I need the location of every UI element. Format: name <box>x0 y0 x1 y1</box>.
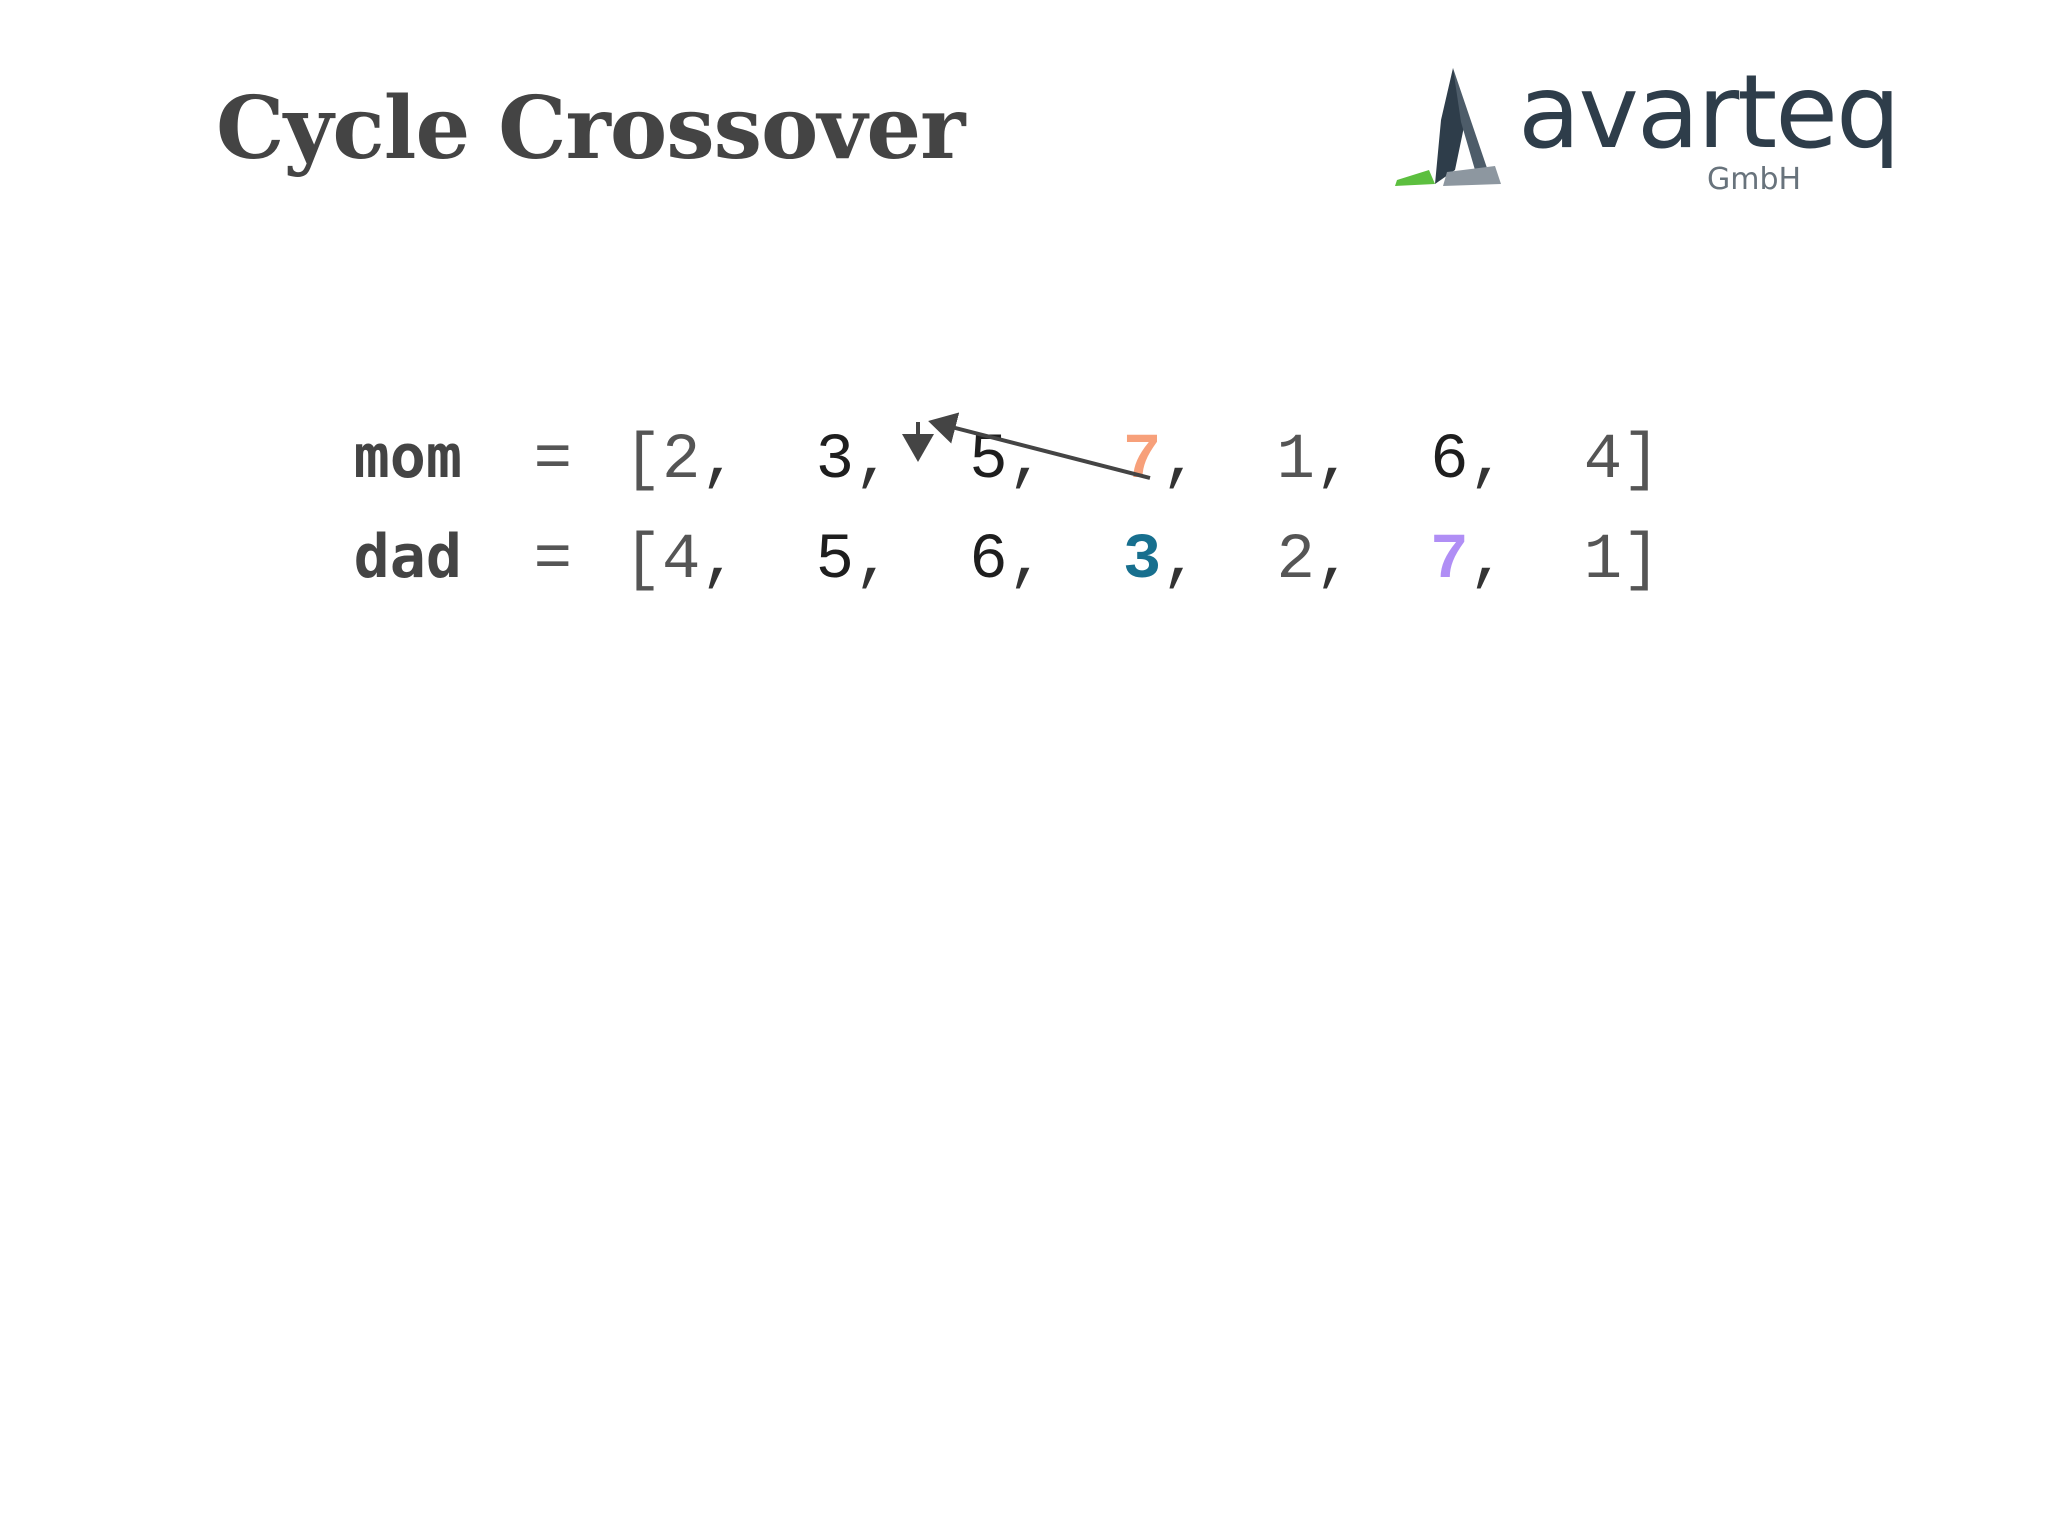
mom-value-1: 3 <box>815 425 855 497</box>
mom-array-line: mom=[2, 3, 5, 7, 1, 6, 4] <box>353 422 1661 497</box>
dad-value-2: 6 <box>969 525 1008 597</box>
dad-value-3: 3 <box>1122 525 1162 597</box>
mom-open-bracket: [ <box>623 425 663 497</box>
mom-close-bracket: ] <box>1622 425 1661 497</box>
logo-wordmark: avarteq <box>1518 53 1901 172</box>
slide-title: Cycle Crossover <box>216 78 965 179</box>
mom-value-5: 6 <box>1430 425 1469 497</box>
mom-value-4: 1 <box>1276 425 1315 497</box>
dad-equals: = <box>533 525 573 597</box>
mom-value-0: 2 <box>662 425 701 497</box>
logo-triangle-icon <box>1395 68 1501 186</box>
dad-open-bracket: [ <box>623 525 663 597</box>
mom-variable: mom <box>353 422 462 492</box>
dad-value-6: 1 <box>1583 525 1623 597</box>
dad-array-line: dad=[4, 5, 6, 3, 2, 7, 1] <box>353 522 1661 597</box>
mom-value-6: 4 <box>1583 425 1623 497</box>
dad-close-bracket: ] <box>1622 525 1661 597</box>
dad-value-1: 5 <box>815 525 855 597</box>
mom-equals: = <box>533 425 573 497</box>
company-logo: avarteq GmbH <box>1395 62 1901 202</box>
logo-subtext: GmbH <box>1707 162 1802 197</box>
dad-value-4: 2 <box>1276 525 1315 597</box>
dad-value-0: 4 <box>662 525 701 597</box>
dad-variable: dad <box>353 522 462 592</box>
dad-value-5: 7 <box>1430 525 1469 597</box>
